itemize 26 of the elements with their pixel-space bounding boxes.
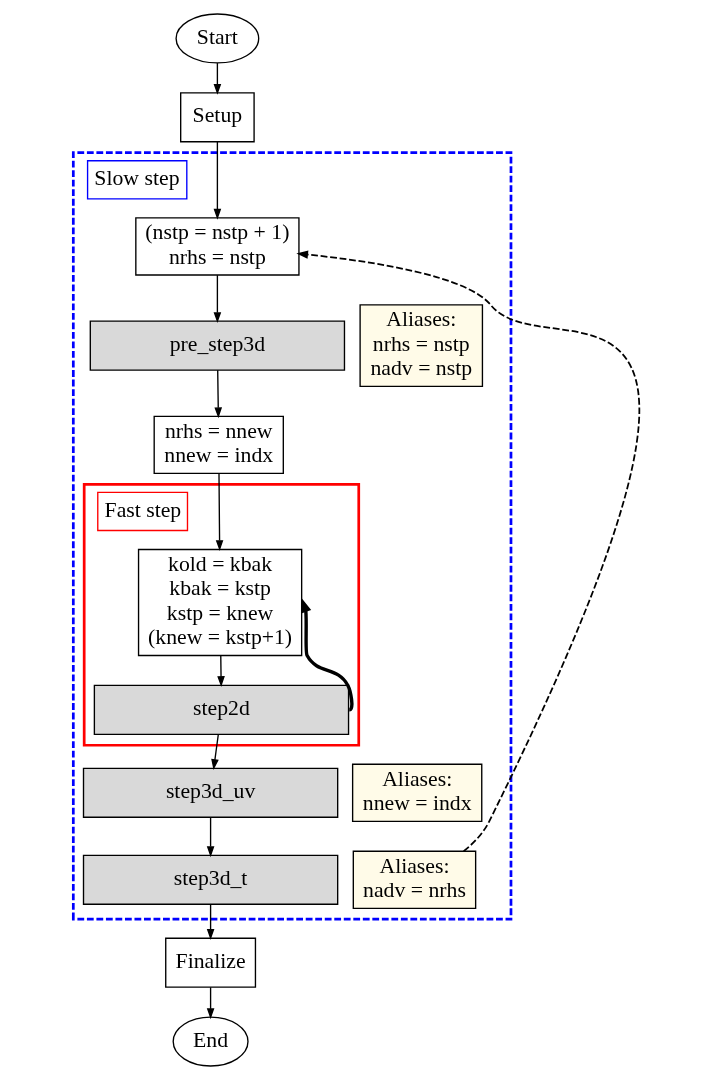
node-ellipse: End [172,1016,249,1067]
node-box: Finalize [164,937,256,988]
node-box: Setup [179,92,255,143]
arrow [213,141,221,220]
arrow [213,62,221,95]
arrow [216,654,225,688]
node-box: Aliases: nrhs = nstp nadv = nstp [358,304,483,388]
node-box: Aliases: nnew = indx [351,763,482,823]
node-box: step3d_t [82,854,338,905]
node-ellipse: Start [174,13,259,64]
node-box: step3d_uv [82,767,338,818]
node-box: (nstp = nstp + 1) nrhs = nstp [134,217,300,276]
node-box: nrhs = nnew nnew = indx [153,415,284,475]
arrow [215,472,223,552]
arrow [206,816,214,858]
arrow [206,903,214,940]
arrow [206,986,214,1020]
arrow [295,250,639,853]
node-box: pre_step3d [89,320,345,371]
arrow [213,369,222,419]
arrow [213,274,221,324]
arrow [210,733,219,771]
arrow [300,597,354,712]
node-box: step2d [93,684,349,736]
node-box: Aliases: nadv = nrhs [352,850,476,910]
node-box: kold = kbak kbak = kstp kstp = knew (knew = kstp+1) [137,548,302,657]
